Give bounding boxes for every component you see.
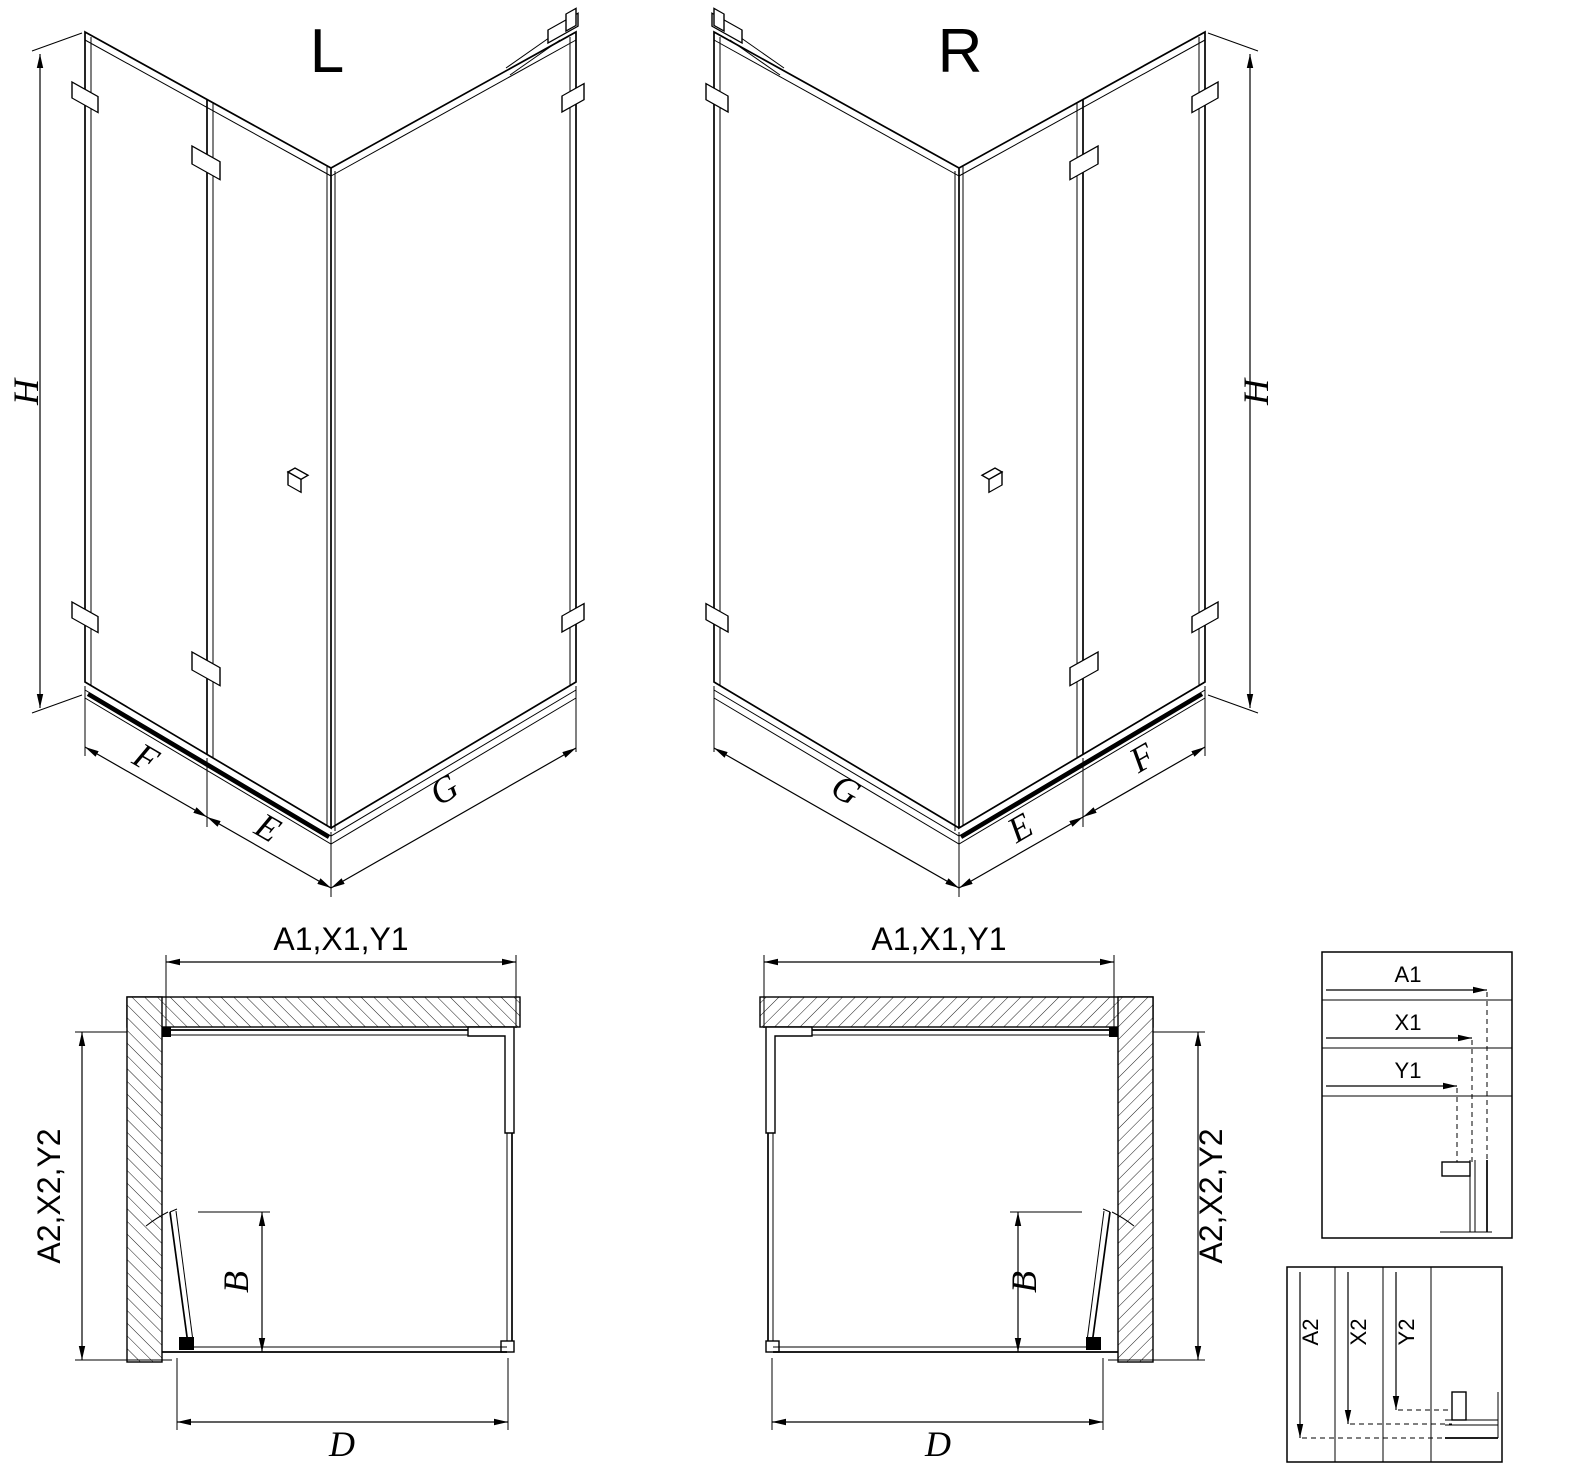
dim-door-right: E	[1000, 805, 1040, 851]
detail-width-diagram: A1 X1 Y1	[1321, 951, 1513, 1239]
plan-right-depth-dim: A2,X2,Y2	[1193, 1128, 1229, 1263]
plan-view-left: A1,X1,Y1 A2,X2,Y2 B D	[31, 921, 520, 1464]
plan-right-door-dim: B	[1004, 1271, 1044, 1293]
detail-width-label-x1: X1	[1395, 1010, 1422, 1035]
view-label-left: L	[310, 17, 344, 86]
plan-right-linework	[760, 955, 1205, 1430]
detail-depth-label-y2: Y2	[1394, 1319, 1419, 1346]
iso-right-linework	[706, 8, 1258, 897]
dim-return-right: G	[825, 766, 868, 814]
detail-depth-label-a2: A2	[1298, 1319, 1323, 1346]
detail-depth-label-x2: X2	[1346, 1319, 1371, 1346]
plan-left-entry-dim: D	[328, 1424, 355, 1464]
plan-left-linework	[75, 955, 520, 1430]
iso-view-left: L H F E G	[6, 8, 584, 897]
dim-height-left: H	[6, 377, 46, 406]
plan-left-door-dim: B	[216, 1271, 256, 1293]
plan-left-depth-dim: A2,X2,Y2	[31, 1128, 67, 1263]
detail-width-label-a1: A1	[1395, 962, 1422, 987]
dim-height-right: H	[1236, 377, 1276, 406]
plan-view-right: A1,X1,Y1 A2,X2,Y2 B D	[760, 921, 1229, 1464]
dim-return-left: G	[423, 766, 466, 814]
detail-depth-diagram: A2 X2 Y2	[1286, 1266, 1503, 1463]
plan-right-entry-dim: D	[924, 1424, 951, 1464]
detail-width-label-y1: Y1	[1395, 1058, 1422, 1083]
plan-right-width-dim: A1,X1,Y1	[871, 921, 1006, 957]
plan-left-width-dim: A1,X1,Y1	[273, 921, 408, 957]
view-label-right: R	[938, 17, 983, 86]
iso-left-linework	[32, 8, 584, 897]
dim-fixed-right: F	[1122, 734, 1163, 781]
iso-view-right: R H G E F	[706, 8, 1276, 897]
